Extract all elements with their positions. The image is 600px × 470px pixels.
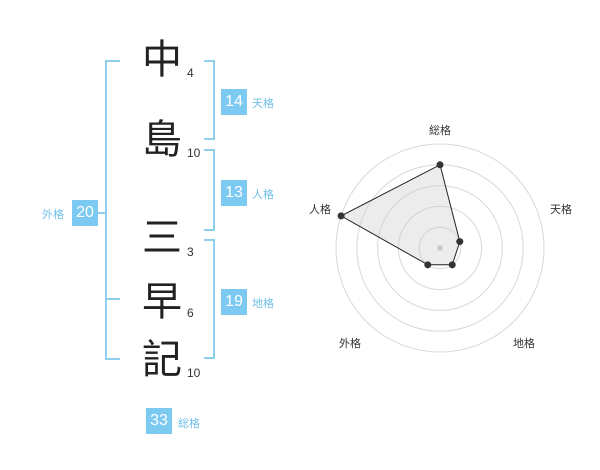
gaikaku-bracket-bottom	[105, 358, 120, 360]
chikaku-value: 19	[221, 289, 247, 315]
jinkaku-bracket	[213, 149, 215, 231]
name-char-5: 記	[142, 337, 182, 383]
soukaku-label: 総格	[178, 417, 200, 430]
radar-point-4	[424, 261, 432, 269]
tenkaku-value: 14	[221, 89, 247, 115]
name-char-2: 島	[142, 117, 182, 163]
chikaku-bracket-bottom	[204, 357, 215, 359]
stroke-count-3: 3	[187, 245, 194, 259]
radar-grid-ring-3	[377, 185, 503, 311]
jinkaku-bracket-top	[204, 149, 215, 151]
stroke-count-2: 10	[187, 146, 201, 160]
name-char-4: 早	[142, 279, 182, 325]
gaikaku-connector	[98, 212, 105, 214]
chikaku-bracket-top	[204, 239, 215, 241]
gaikaku-value: 20	[72, 200, 98, 226]
stroke-count-4: 6	[187, 306, 194, 320]
radar-axis-label-chikaku: 地格	[513, 337, 535, 350]
radar-axis-label-gaikaku: 外格	[339, 337, 361, 350]
radar-point-5	[337, 212, 345, 220]
name-char-1: 中	[142, 37, 182, 83]
radar-grid-ring-1	[418, 226, 462, 270]
radar-axis-label-soukaku: 総格	[429, 124, 451, 137]
gaikaku-bracket-mid	[105, 298, 120, 300]
radar-point-1	[436, 161, 444, 169]
radar-center	[437, 245, 443, 251]
jinkaku-bracket-bottom	[204, 229, 215, 231]
stroke-count-5: 10	[187, 366, 201, 380]
chikaku-bracket	[213, 239, 215, 359]
radar-point-3	[448, 261, 456, 269]
jinkaku-value: 13	[221, 180, 247, 206]
tenkaku-bracket	[213, 60, 215, 140]
chikaku-label: 地格	[252, 297, 274, 310]
gaikaku-label: 外格	[42, 208, 64, 221]
radar-axis-label-jinkaku: 人格	[309, 203, 331, 216]
radar-series-polygon	[340, 164, 461, 266]
tenkaku-bracket-top	[204, 60, 215, 62]
radar-point-2	[456, 238, 464, 246]
gaikaku-bracket-top	[105, 60, 120, 62]
tenkaku-label: 天格	[252, 97, 274, 110]
jinkaku-label: 人格	[252, 188, 274, 201]
soukaku-value: 33	[146, 408, 172, 434]
gaikaku-bracket	[105, 60, 107, 360]
tenkaku-bracket-bottom	[204, 138, 215, 140]
radar-grid-ring-5	[335, 143, 545, 353]
stroke-count-1: 4	[187, 66, 194, 80]
name-char-3: 三	[142, 215, 182, 261]
radar-axis-label-tenkaku: 天格	[550, 203, 572, 216]
